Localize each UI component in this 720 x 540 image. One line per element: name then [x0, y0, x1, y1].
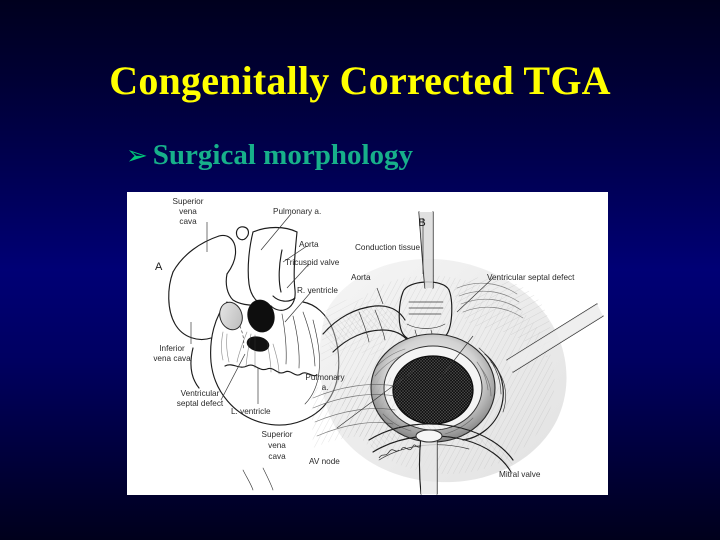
label-superior-vena-cava-line1: Superior: [173, 197, 204, 206]
label-pulmonary-artery-top: Pulmonary a.: [273, 207, 321, 216]
label-vsd-a-line1: Ventricular: [181, 389, 220, 398]
panel-b-letter: B: [418, 217, 425, 229]
label-inferior-vena-cava-line2: vena cava: [153, 354, 191, 363]
bullet-item-surgical-morphology: ➢ Surgical morphology: [126, 138, 413, 172]
label-right-ventricle: R. ventricle: [297, 286, 338, 295]
figure-labels: A Superior vena cava Pulmonary a. Aorta …: [153, 197, 575, 479]
label-svc-bottom-line3: cava: [268, 452, 286, 461]
panel-a-letter: A: [155, 261, 163, 273]
label-inferior-vena-cava-line1: Inferior: [159, 344, 185, 353]
label-av-node: AV node: [309, 457, 340, 466]
label-conduction-tissue: Conduction tissue: [355, 243, 421, 252]
label-svc-bottom-line1: Superior: [262, 430, 293, 439]
label-tricuspid-valve: Tricuspid valve: [285, 258, 340, 267]
label-superior-vena-cava-line3: cava: [179, 217, 197, 226]
label-svc-bottom-line2: vena: [268, 441, 286, 450]
label-pulmonary-b-line2: a.: [322, 383, 329, 392]
anatomy-figure: A Superior vena cava Pulmonary a. Aorta …: [127, 192, 608, 495]
anatomy-illustration: A Superior vena cava Pulmonary a. Aorta …: [127, 192, 608, 495]
label-vsd-b: Ventricular septal defect: [487, 273, 575, 282]
label-superior-vena-cava-line2: vena: [179, 207, 197, 216]
panel-a-drawing: [168, 213, 340, 491]
arrow-bullet-icon: ➢: [126, 141, 148, 171]
panel-b-drawing: [311, 211, 604, 495]
label-vsd-a-line2: septal defect: [177, 399, 224, 408]
page-title: Congenitally Corrected TGA: [109, 58, 611, 103]
label-aorta-a: Aorta: [299, 240, 319, 249]
bullet-item-label: Surgical morphology: [152, 139, 414, 171]
label-left-ventricle: L. ventricle: [231, 407, 271, 416]
label-aorta-b: Aorta: [351, 273, 371, 282]
label-mitral-valve: Mitral valve: [499, 470, 541, 479]
label-pulmonary-b-line1: Pulmonary: [305, 373, 345, 382]
